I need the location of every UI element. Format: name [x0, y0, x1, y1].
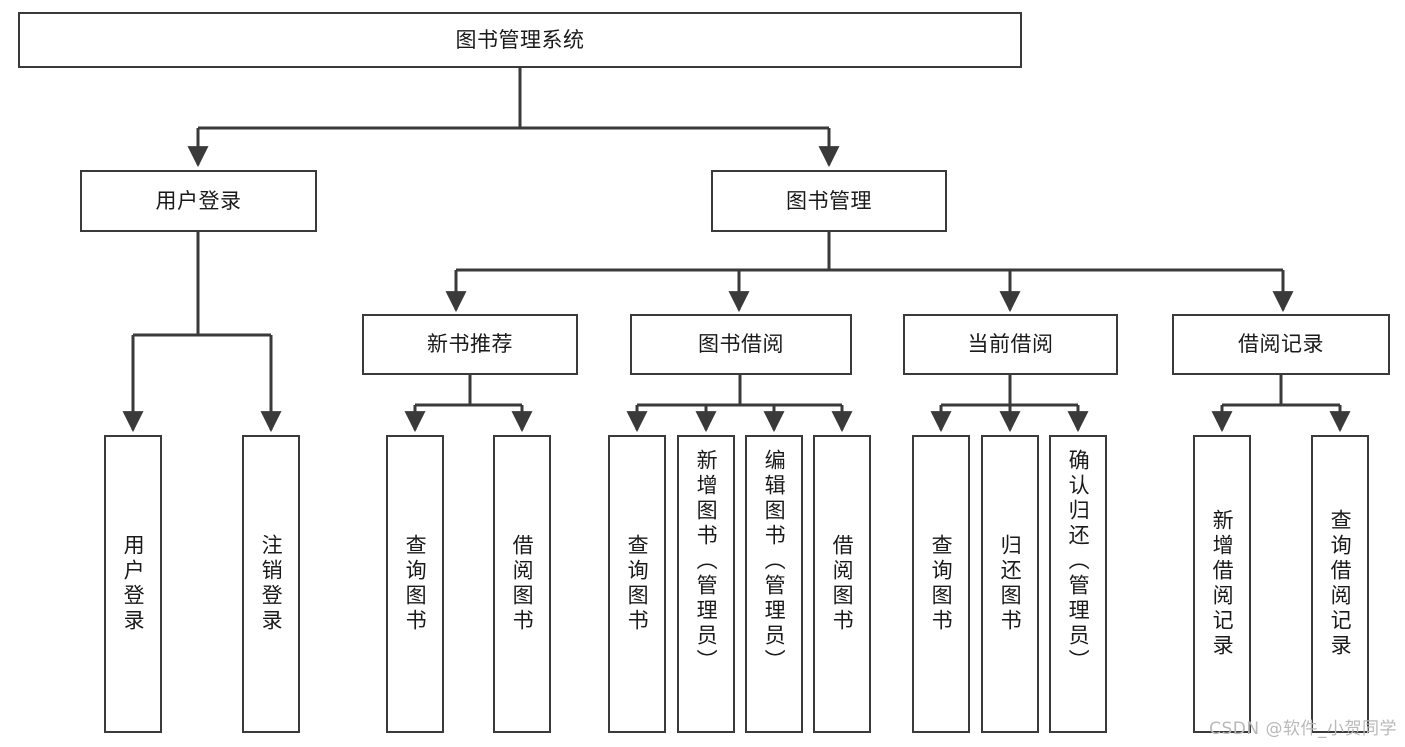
leaf-book-borrow-2-label: 新增图书（管理员）	[694, 449, 719, 674]
leaf-book-borrow-4[interactable]: 借阅图书	[813, 435, 871, 733]
leaf-current-borrow-3-label: 确认归还（管理员）	[1066, 449, 1091, 674]
node-current-borrow[interactable]: 当前借阅	[903, 314, 1118, 375]
node-book-borrow[interactable]: 图书借阅	[630, 314, 852, 375]
node-root-label: 图书管理系统	[455, 27, 585, 52]
leaf-current-borrow-1[interactable]: 查询图书	[912, 435, 970, 733]
node-root[interactable]: 图书管理系统	[18, 12, 1022, 68]
node-user-login-label: 用户登录	[155, 188, 242, 213]
node-borrow-record-label: 借阅记录	[1238, 332, 1324, 357]
leaf-borrow-record-1-label: 新增借阅记录	[1210, 509, 1235, 659]
leaf-user-login-2-label: 注销登录	[259, 534, 284, 634]
leaf-current-borrow-2-label: 归还图书	[998, 534, 1023, 634]
leaf-borrow-record-2[interactable]: 查询借阅记录	[1311, 435, 1369, 733]
leaf-user-login-1-label: 用户登录	[121, 534, 146, 634]
leaf-new-book-2[interactable]: 借阅图书	[493, 435, 551, 733]
node-book-management-label: 图书管理	[786, 188, 872, 213]
node-new-book-recommend[interactable]: 新书推荐	[362, 314, 578, 375]
leaf-new-book-2-label: 借阅图书	[510, 534, 535, 634]
node-current-borrow-label: 当前借阅	[967, 332, 1054, 357]
leaf-book-borrow-3-label: 编辑图书（管理员）	[762, 449, 787, 674]
leaf-new-book-1[interactable]: 查询图书	[386, 435, 444, 733]
leaf-book-borrow-2[interactable]: 新增图书（管理员）	[677, 435, 735, 733]
node-borrow-record[interactable]: 借阅记录	[1172, 314, 1390, 375]
node-user-login[interactable]: 用户登录	[80, 170, 317, 232]
leaf-current-borrow-3[interactable]: 确认归还（管理员）	[1049, 435, 1107, 733]
leaf-new-book-1-label: 查询图书	[403, 534, 428, 634]
node-book-borrow-label: 图书借阅	[698, 332, 784, 357]
watermark-text: CSDN @软件_小贺同学	[1209, 719, 1397, 739]
leaf-current-borrow-1-label: 查询图书	[929, 534, 954, 634]
leaf-book-borrow-1-label: 查询图书	[625, 534, 650, 634]
leaf-user-login-1[interactable]: 用户登录	[104, 435, 162, 733]
leaf-current-borrow-2[interactable]: 归还图书	[981, 435, 1039, 733]
leaf-user-login-2[interactable]: 注销登录	[242, 435, 300, 733]
leaf-borrow-record-1[interactable]: 新增借阅记录	[1193, 435, 1251, 733]
leaf-book-borrow-1[interactable]: 查询图书	[608, 435, 666, 733]
leaf-book-borrow-3[interactable]: 编辑图书（管理员）	[745, 435, 803, 733]
leaf-book-borrow-4-label: 借阅图书	[830, 534, 855, 634]
node-new-book-recommend-label: 新书推荐	[427, 332, 513, 357]
leaf-borrow-record-2-label: 查询借阅记录	[1328, 509, 1353, 659]
node-book-management[interactable]: 图书管理	[711, 170, 947, 232]
